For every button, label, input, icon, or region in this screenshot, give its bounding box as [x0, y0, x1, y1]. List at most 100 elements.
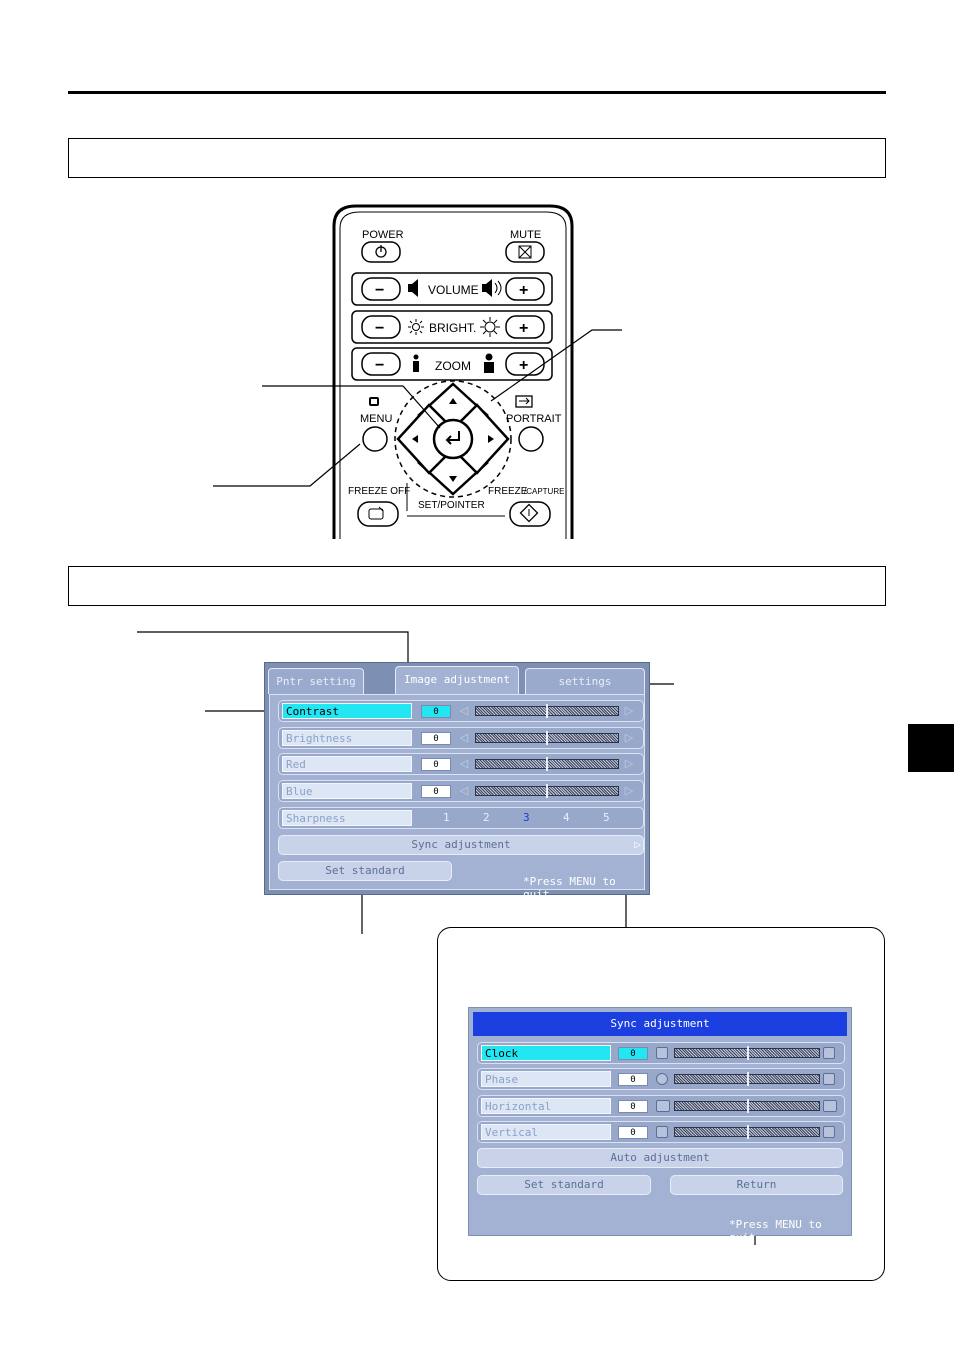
volume-minus-glyph: − — [375, 282, 384, 299]
bright-minus-glyph: − — [375, 320, 384, 337]
clock-value: 0 — [618, 1047, 648, 1060]
clock-decrease-icon[interactable] — [656, 1047, 668, 1059]
brightness-value: 0 — [421, 732, 451, 745]
brightness-row[interactable]: Brightness 0 ◁ ▷ — [278, 727, 644, 749]
set-standard-button[interactable]: Set standard — [278, 861, 452, 881]
decrease-arrow-icon[interactable]: ◁ — [459, 758, 469, 770]
contrast-value: 0 — [421, 705, 451, 718]
increase-arrow-icon[interactable]: ▷ — [624, 785, 634, 797]
red-label: Red — [282, 756, 412, 772]
image-adjustment-menu: Pntr setting Image adjustment settings C… — [264, 662, 650, 901]
mute-icon — [518, 245, 532, 259]
move-left-icon[interactable] — [656, 1100, 670, 1112]
brightness-label: Brightness — [282, 730, 412, 746]
horizontal-slider[interactable] — [674, 1099, 820, 1113]
contrast-label: Contrast — [282, 703, 412, 719]
sharpness-row[interactable]: Sharpness 1 2 3 4 5 — [278, 807, 644, 829]
menu-button[interactable] — [362, 426, 388, 452]
volume-plus-glyph: + — [519, 282, 528, 299]
sharpness-level[interactable]: 1 — [443, 811, 450, 824]
contrast-row[interactable]: Contrast 0 ◁ ▷ — [278, 700, 644, 722]
freeze-off-button[interactable] — [357, 501, 399, 527]
phase-increase-icon[interactable] — [823, 1073, 835, 1085]
mute-label: MUTE — [510, 229, 541, 241]
move-right-icon[interactable] — [823, 1100, 837, 1112]
increase-arrow-icon[interactable]: ▷ — [624, 732, 634, 744]
bright-label: BRIGHT. — [429, 321, 476, 335]
tab-image-adjustment[interactable]: Image adjustment — [395, 666, 519, 695]
phase-decrease-icon[interactable] — [656, 1073, 668, 1085]
blue-value: 0 — [421, 785, 451, 798]
vertical-value: 0 — [618, 1126, 648, 1139]
sharpness-level[interactable]: 5 — [603, 811, 610, 824]
phase-slider[interactable] — [674, 1072, 820, 1086]
vertical-row[interactable]: Vertical 0 — [477, 1121, 845, 1143]
sync-quit-note: *Press MENU to quit — [729, 1218, 822, 1244]
arrow-down-icon — [449, 476, 457, 482]
sync-set-standard-button[interactable]: Set standard — [477, 1175, 651, 1195]
clock-row[interactable]: Clock 0 — [477, 1042, 845, 1064]
bright-down-button[interactable] — [361, 315, 401, 339]
section-heading-box-1 — [68, 138, 886, 178]
blue-row[interactable]: Blue 0 ◁ ▷ — [278, 780, 644, 802]
auto-adjustment-button[interactable]: Auto adjustment — [477, 1148, 843, 1168]
set-pointer-bracket — [406, 483, 505, 517]
sharpness-label: Sharpness — [282, 810, 412, 826]
speaker-low-icon — [408, 279, 418, 297]
portrait-label: PORTRAIT — [506, 413, 562, 425]
arrow-right-icon — [488, 435, 494, 443]
increase-arrow-icon[interactable]: ▷ — [624, 705, 634, 717]
volume-strip — [351, 272, 553, 306]
move-up-icon[interactable] — [656, 1126, 668, 1138]
arrow-left-icon — [412, 435, 418, 443]
return-button[interactable]: Return — [670, 1175, 843, 1195]
vertical-label: Vertical — [481, 1124, 611, 1140]
quit-note: *Press MENU to quit — [523, 875, 616, 901]
portrait-button[interactable] — [518, 426, 544, 452]
blue-slider[interactable] — [475, 784, 619, 798]
brightness-slider[interactable] — [475, 731, 619, 745]
freeze-capture-button[interactable] — [509, 501, 551, 527]
tab-settings[interactable]: settings — [525, 668, 645, 694]
clock-slider[interactable] — [674, 1046, 820, 1060]
person-small-icon — [413, 354, 419, 372]
decrease-arrow-icon[interactable]: ◁ — [459, 785, 469, 797]
zoom-out-button[interactable] — [361, 352, 401, 376]
capture-label: /CAPTURE — [524, 487, 564, 496]
vertical-slider[interactable] — [674, 1125, 820, 1139]
red-row[interactable]: Red 0 ◁ ▷ — [278, 753, 644, 775]
power-label: POWER — [362, 229, 404, 241]
menu-label: MENU — [360, 413, 392, 425]
enter-icon — [445, 431, 460, 445]
sync-menu-title: Sync adjustment — [473, 1012, 847, 1036]
section-heading-box-2 — [68, 566, 886, 606]
submenu-arrow-icon: ▷ — [634, 838, 641, 851]
increase-arrow-icon[interactable]: ▷ — [624, 758, 634, 770]
sync-adjustment-button[interactable]: Sync adjustment ▷ — [278, 835, 644, 855]
volume-up-button[interactable] — [505, 277, 545, 301]
sharpness-level-selected[interactable]: 3 — [523, 811, 530, 824]
chapter-tab — [908, 724, 954, 772]
freeze-off-icon — [368, 506, 384, 520]
freeze-off-label: FREEZE OFF — [348, 486, 410, 497]
decrease-arrow-icon[interactable]: ◁ — [459, 732, 469, 744]
blue-label: Blue — [282, 783, 412, 799]
horizontal-row[interactable]: Horizontal 0 — [477, 1095, 845, 1117]
zoom-label: ZOOM — [435, 359, 471, 373]
phase-label: Phase — [481, 1071, 611, 1087]
bright-plus-glyph: + — [519, 320, 528, 337]
tab-pntr-setting[interactable]: Pntr setting — [268, 668, 364, 694]
sharpness-level[interactable]: 4 — [563, 811, 570, 824]
portrait-icon — [515, 395, 533, 408]
volume-down-button[interactable] — [361, 277, 401, 301]
move-down-icon[interactable] — [823, 1126, 835, 1138]
sharpness-level[interactable]: 2 — [483, 811, 490, 824]
decrease-arrow-icon[interactable]: ◁ — [459, 705, 469, 717]
zoom-minus-glyph: − — [375, 357, 384, 374]
volume-label: VOLUME — [428, 283, 479, 297]
red-slider[interactable] — [475, 757, 619, 771]
phase-row[interactable]: Phase 0 — [477, 1068, 845, 1090]
contrast-slider[interactable] — [475, 704, 619, 718]
clock-increase-icon[interactable] — [823, 1047, 835, 1059]
power-icon — [375, 245, 387, 258]
